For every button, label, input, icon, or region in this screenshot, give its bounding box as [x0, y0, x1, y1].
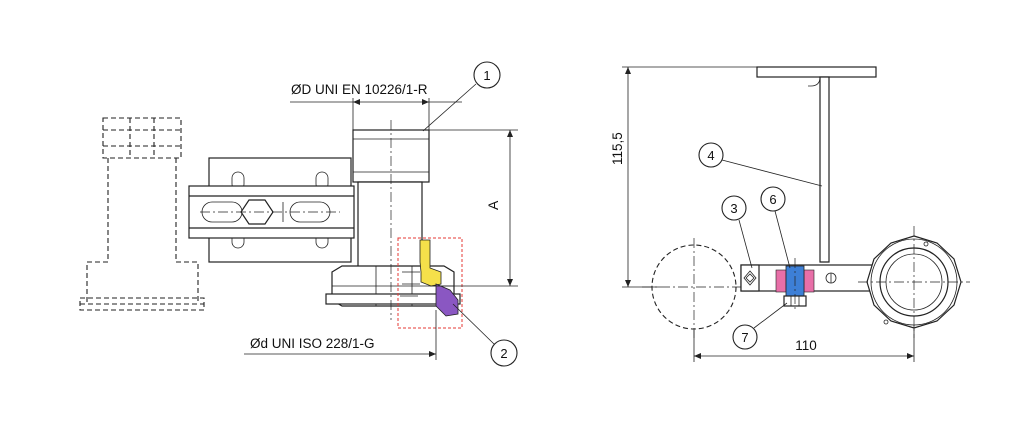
ghost-pipe-section [642, 238, 748, 338]
ghost-fitting-outline [79, 117, 205, 311]
callout-1-number: 1 [483, 68, 490, 83]
dim-width [693, 325, 915, 362]
leader-2 [452, 303, 495, 345]
callout-2-number: 2 [500, 346, 507, 361]
label-dim-width: 110 [795, 338, 817, 353]
dim-major-diameter [290, 98, 462, 130]
callout-6 [760, 186, 786, 212]
callout-1 [473, 61, 501, 89]
label-dim-height: 115,5 [610, 132, 625, 165]
bolt-assembly [775, 258, 815, 312]
washer-right [803, 269, 815, 293]
callout-4 [698, 142, 724, 168]
leader-1 [422, 83, 477, 132]
yellow-seal [419, 239, 442, 287]
callout-3 [721, 195, 747, 221]
fitting-end-view [858, 226, 970, 338]
label-thread-major: ØD UNI EN 10226/1-R [291, 82, 428, 97]
leader-7 [753, 302, 788, 329]
detail-highlight-box [397, 237, 463, 329]
callout-3-number: 3 [730, 201, 737, 216]
seal-detail [397, 237, 463, 329]
purple-seal [435, 283, 459, 317]
label-dim-a: A [485, 200, 501, 210]
leader-3 [738, 219, 753, 269]
callout-4-number: 4 [707, 148, 714, 163]
callout-6-number: 6 [769, 192, 776, 207]
label-thread-minor: Ød UNI ISO 228/1-G [250, 336, 375, 351]
washer-left [775, 269, 787, 293]
callout-7-number: 7 [741, 330, 748, 345]
dim-minor-diameter [244, 310, 437, 360]
leader-4 [721, 159, 823, 187]
callout-2 [490, 339, 518, 367]
callout-7 [732, 324, 758, 350]
dim-a [429, 129, 518, 287]
mounting-bracket [188, 157, 355, 263]
dim-height [622, 66, 757, 288]
leader-6 [774, 210, 791, 269]
top-mounting-plate [756, 66, 877, 263]
